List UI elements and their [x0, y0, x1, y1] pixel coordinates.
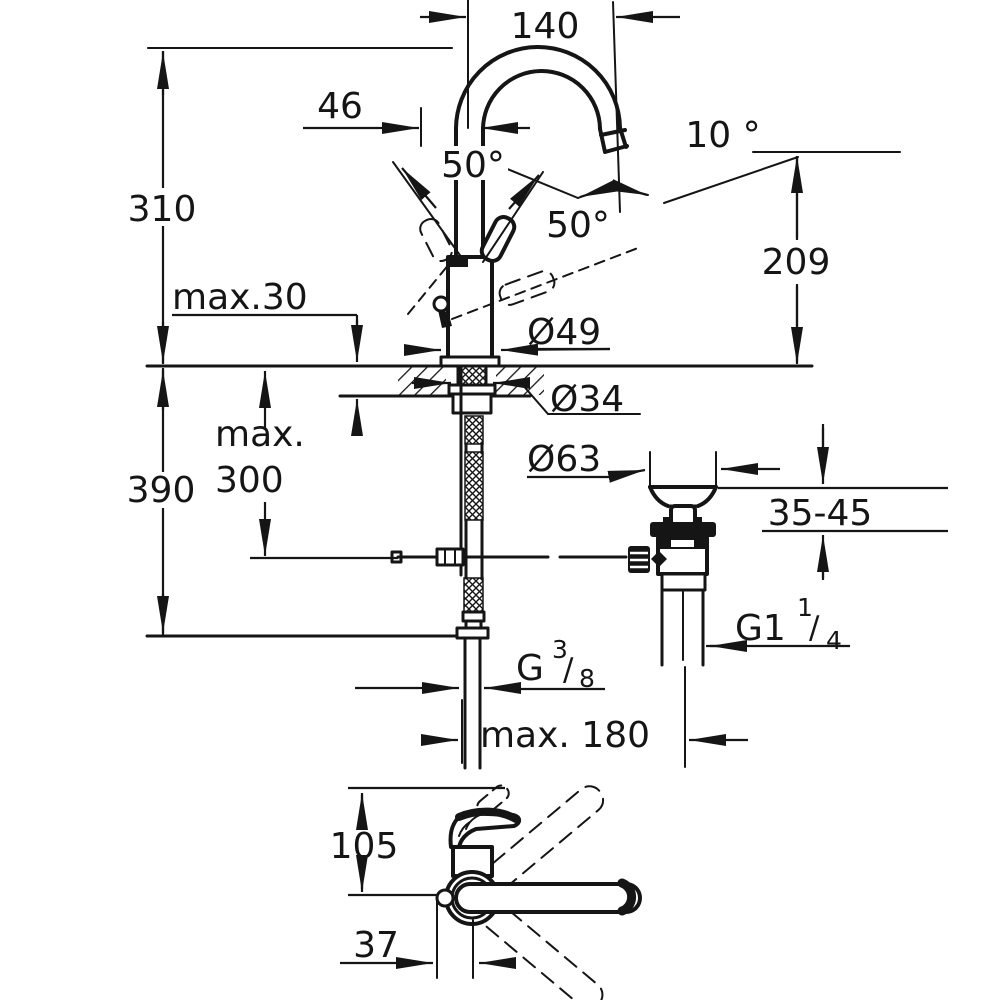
- rod-joint-diamond: [651, 551, 667, 567]
- label-flange-diameter: Ø63: [527, 439, 601, 480]
- waste-assembly: [628, 485, 718, 667]
- hose-braid-3: [463, 577, 484, 613]
- label-plan-depth: 105: [330, 826, 399, 867]
- hose-nut: [455, 626, 490, 640]
- label-hose-drop-max-2: 300: [215, 460, 284, 501]
- under-deck-assembly: [390, 364, 628, 770]
- spout-outer-arc: [453, 45, 622, 132]
- label-backgrounds: [124, 146, 838, 862]
- hose-braid-2: [464, 451, 484, 521]
- label-supply-thread-slash: /: [563, 652, 574, 688]
- label-supply-thread: G: [516, 648, 544, 689]
- deck-hatch-left: [398, 367, 446, 395]
- deck-hatch-right: [496, 367, 544, 395]
- label-body-diameter: Ø49: [527, 312, 601, 353]
- waste-step: [660, 572, 707, 592]
- label-outlet-tilt-angle: 10 °: [685, 115, 760, 156]
- label-spout-reach: 140: [511, 6, 580, 47]
- label-outlet-thread: G1: [735, 608, 786, 649]
- label-hose-drop-max-1: max.: [215, 414, 305, 455]
- rod-clevis: [435, 547, 465, 567]
- threaded-shank: [459, 367, 485, 385]
- label-handle-swivel-angle: 50°: [441, 145, 505, 186]
- label-outlet-thread-sup: 1: [797, 593, 813, 622]
- plan-spout-tip: [617, 878, 637, 916]
- plan-view: [435, 784, 642, 1000]
- label-deck-thickness-max: max.30: [172, 277, 308, 318]
- label-supply-thread-sup: 3: [552, 635, 568, 664]
- label-drain-distance-max: max. 180: [480, 715, 650, 756]
- locknut: [451, 392, 493, 415]
- label-under-deck-depth: 390: [127, 470, 196, 511]
- label-spout-swivel-angle: 50°: [546, 205, 610, 246]
- label-outlet-thread-slash: /: [809, 610, 820, 646]
- label-clamping-range: 35-45: [768, 493, 873, 534]
- pop-up-knob: [432, 295, 450, 313]
- dimension-labels: 140 46 50° 10 ° 50° 310 209 max.30 Ø49 Ø…: [127, 6, 873, 966]
- label-height-above-deck: 310: [128, 189, 197, 230]
- label-center-offset: 37: [353, 925, 399, 966]
- dimension-arrows: [157, 52, 829, 892]
- label-outlet-thread-sub: 4: [826, 626, 842, 655]
- label-shank-diameter: Ø34: [550, 379, 624, 420]
- plan-spout: [454, 882, 642, 914]
- lever-dashed-down: [498, 270, 556, 306]
- label-outlet-height: 209: [762, 242, 831, 283]
- hose-braid-1: [464, 415, 484, 445]
- label-handle-projection: 46: [317, 86, 363, 127]
- pop-up-knob-stem: [438, 310, 452, 328]
- spout-outlet: [598, 126, 629, 154]
- spout-inner-arc: [480, 69, 602, 132]
- waste-flange-disc: [650, 522, 716, 537]
- plan-knob: [435, 888, 455, 908]
- label-supply-thread-sub: 8: [579, 664, 595, 693]
- escutcheon: [439, 355, 501, 368]
- faucet-body: [446, 255, 494, 365]
- body-notch: [449, 258, 468, 267]
